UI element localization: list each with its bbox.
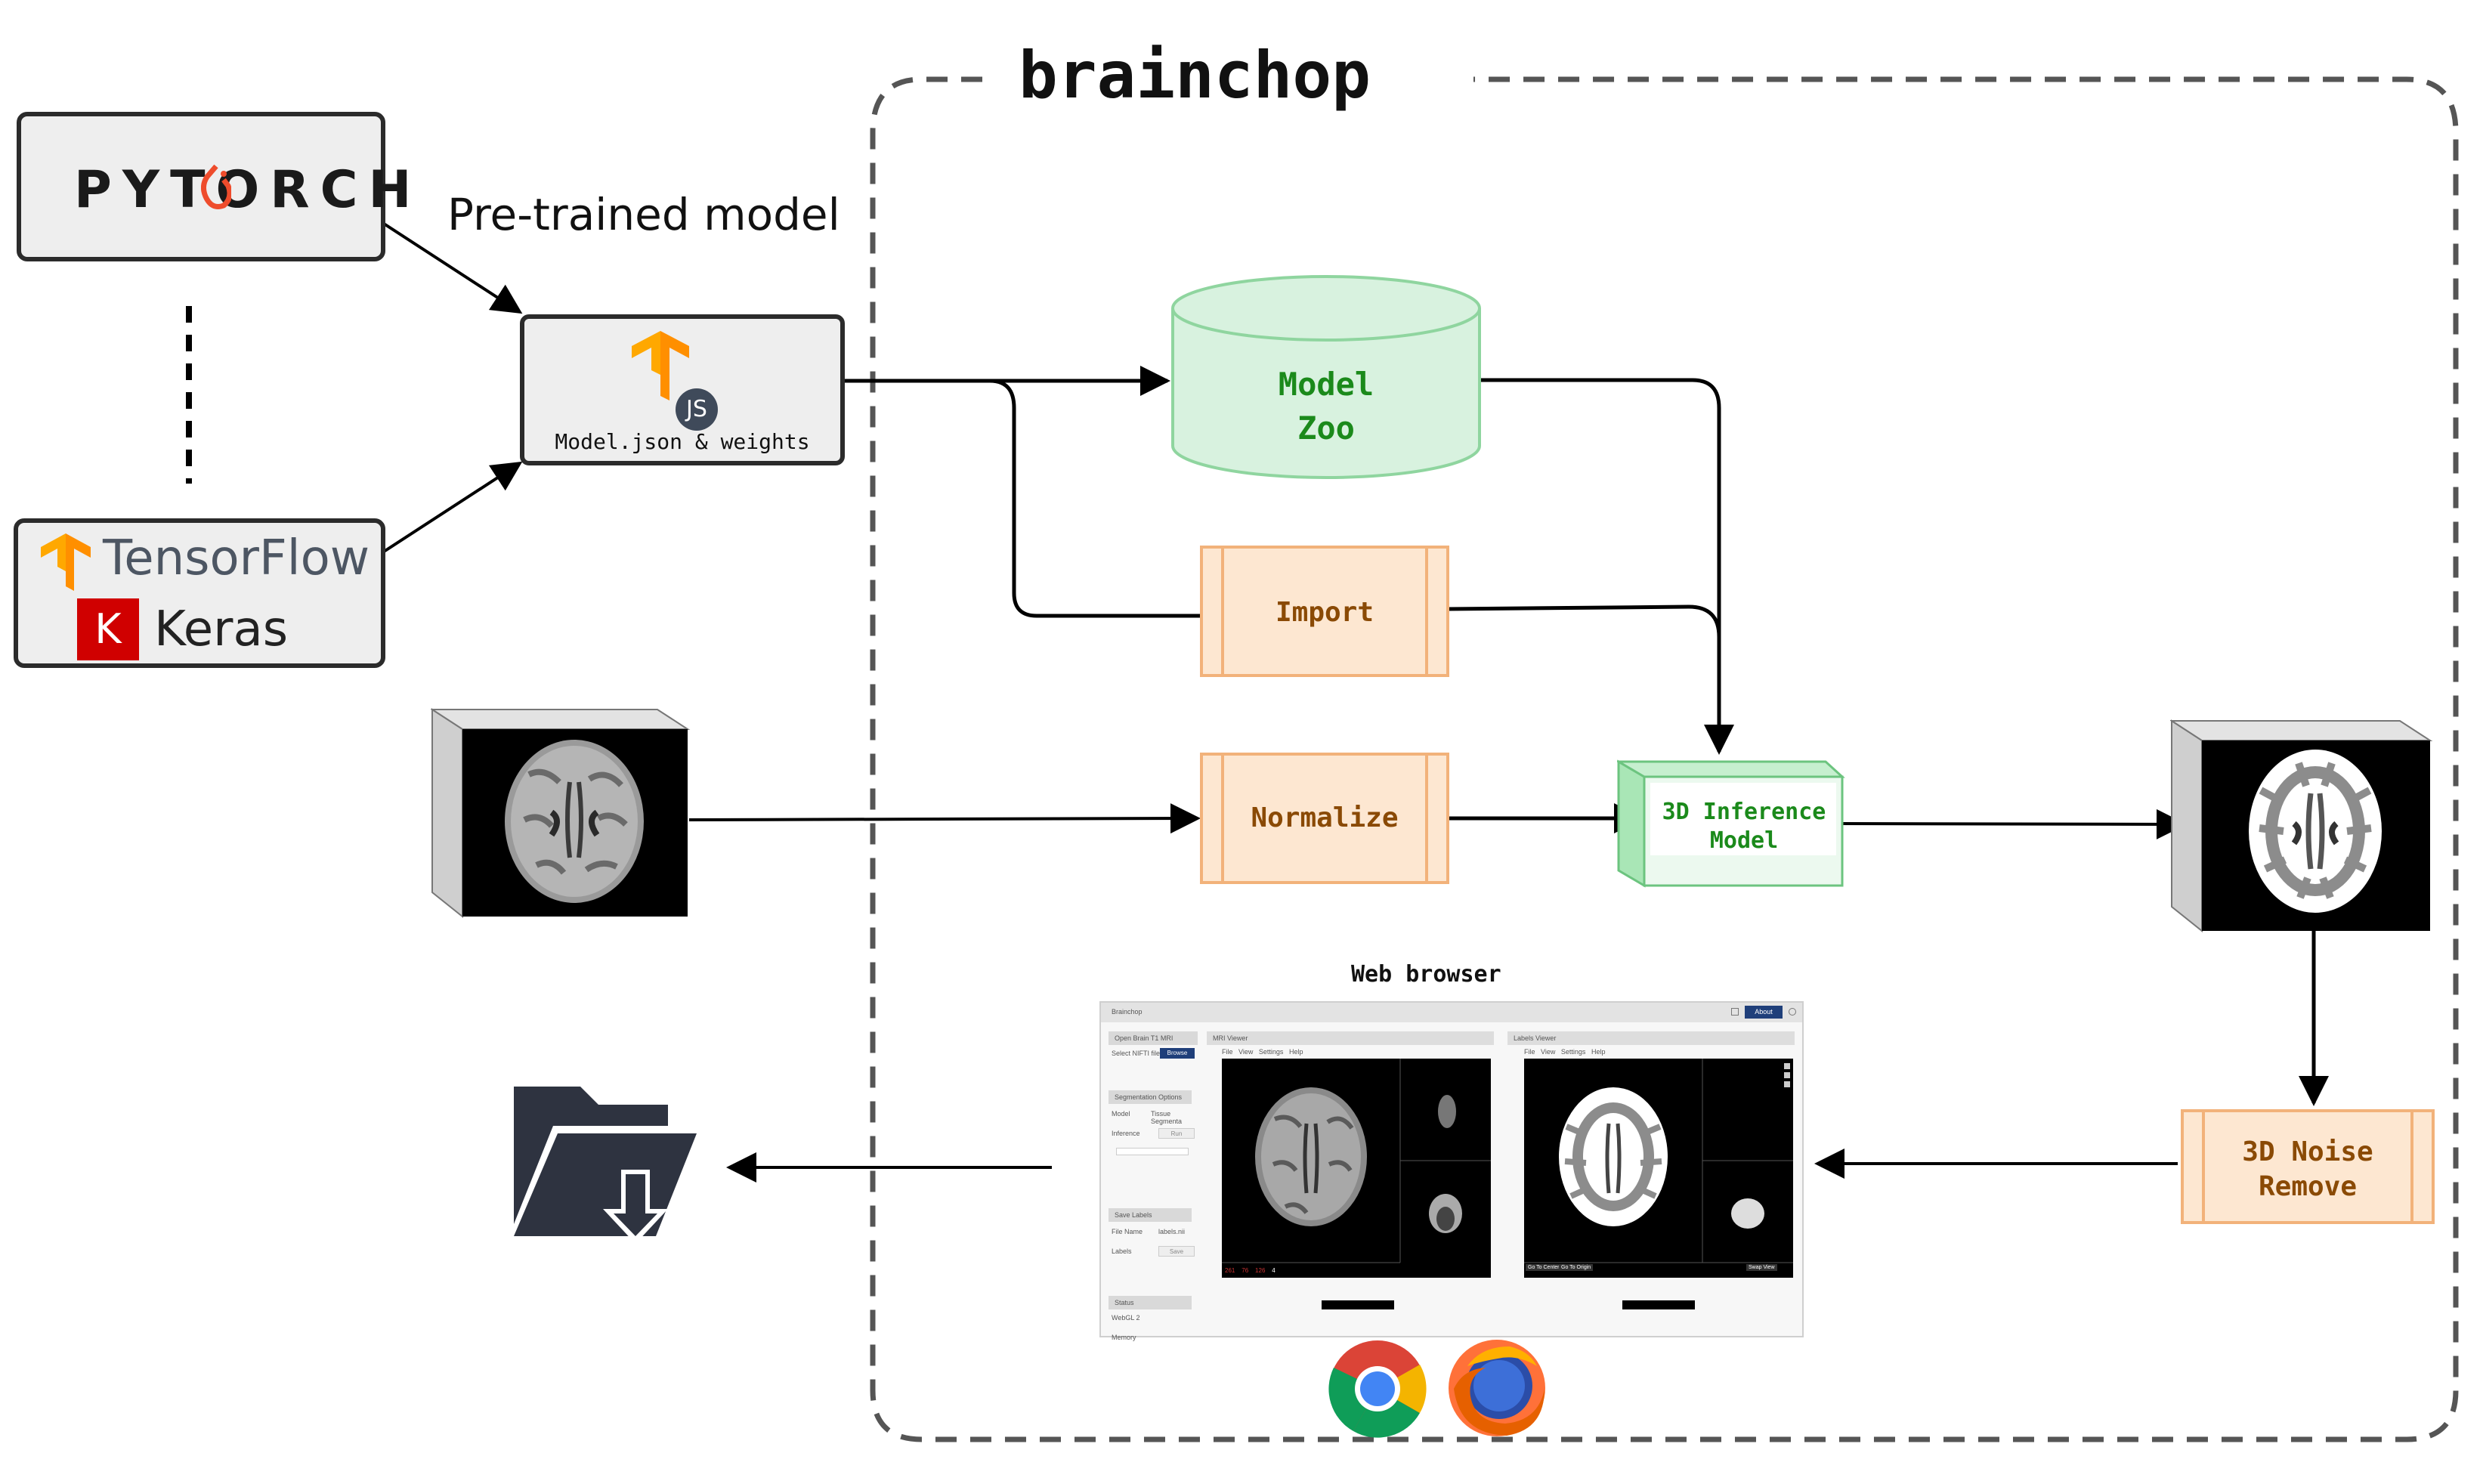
model-select[interactable]: Tissue Segmenta	[1151, 1110, 1183, 1125]
mri-viewer-bar	[1322, 1300, 1394, 1309]
readout-z: 126	[1255, 1267, 1266, 1274]
browse-button[interactable]: Browse	[1160, 1048, 1195, 1059]
sidebar: Open Brain T1 MRI Select NIFTI file Brow…	[1109, 1031, 1198, 1341]
inference-model-label: 3D Inference Model	[1647, 798, 1841, 855]
menu-settings[interactable]: Settings	[1258, 1048, 1284, 1056]
inference-line-2: Model	[1709, 827, 1779, 854]
save-label: Save	[1169, 1248, 1184, 1255]
model-zoo-line-1: Model	[1278, 366, 1374, 403]
tensorflow-keras-box: TensorFlow K Keras	[14, 518, 385, 668]
labels-viewer-header: Labels Viewer	[1507, 1031, 1795, 1045]
pytorch-logo: PYTORCH	[74, 160, 422, 220]
go-to-origin-label: Go To Origin	[1561, 1265, 1591, 1270]
edit-icon[interactable]	[1731, 1008, 1739, 1016]
readout-value: 4	[1272, 1267, 1276, 1274]
keras-icon: K	[77, 598, 139, 660]
model-label: Model	[1112, 1110, 1130, 1118]
tfjs-badge: JS	[676, 388, 718, 431]
swap-view-button[interactable]: Swap View	[1746, 1264, 1777, 1271]
tfjs-badge-label: JS	[686, 396, 707, 422]
progress-field	[1116, 1148, 1189, 1155]
mri-viewer-menu: File View Settings Help	[1222, 1048, 1303, 1056]
noise-remove-line-1: 3D Noise	[2242, 1136, 2373, 1167]
go-to-center-button[interactable]: Go To Center	[1526, 1264, 1562, 1271]
brain-segmentation-icon	[2170, 719, 2433, 933]
about-button[interactable]: About	[1745, 1006, 1783, 1019]
readout-x: 261	[1225, 1267, 1235, 1274]
section-save-labels: Save Labels	[1109, 1208, 1192, 1222]
inference-line-1: 3D Inference	[1662, 799, 1826, 825]
browse-label: Browse	[1167, 1050, 1188, 1056]
chrome-icon	[1328, 1340, 1427, 1438]
menu-file[interactable]: File	[1222, 1048, 1233, 1056]
tfjs-label: Model.json & weights	[555, 429, 810, 454]
github-icon[interactable]	[1789, 1008, 1796, 1016]
swap-view-label: Swap View	[1749, 1265, 1775, 1270]
tfjs-model-box: JS Model.json & weights	[520, 314, 845, 465]
import-label: Import	[1275, 597, 1374, 628]
normalize-label: Normalize	[1251, 802, 1399, 833]
readout-y: 76	[1242, 1267, 1249, 1274]
web-browser-screenshot: Brainchop About Open Brain T1 MRI Select…	[1099, 1001, 1804, 1341]
pretrained-model-caption: Pre-trained model	[447, 189, 840, 240]
noise-remove-box: 3D Noise Remove	[2181, 1109, 2435, 1224]
pytorch-label: PYTORCH	[74, 160, 422, 220]
save-button[interactable]: Save	[1158, 1246, 1195, 1257]
about-label: About	[1755, 1008, 1773, 1016]
run-label: Run	[1170, 1130, 1183, 1137]
run-button[interactable]: Run	[1158, 1128, 1195, 1139]
app-name: Brainchop	[1112, 1008, 1143, 1016]
labels-viewer-menu: File View Settings Help	[1524, 1048, 1605, 1056]
diagram-title: brainchop	[997, 38, 1392, 113]
keras-label: Keras	[154, 601, 289, 657]
mri-viewer-header: MRI Viewer	[1207, 1031, 1494, 1045]
inference-label: Inference	[1112, 1130, 1140, 1137]
labels-label: Labels	[1112, 1247, 1132, 1255]
tensorflow-icon	[41, 533, 91, 591]
go-to-center-label: Go To Center	[1528, 1265, 1560, 1270]
select-file-label: Select NIFTI file	[1112, 1050, 1161, 1057]
inference-model-box	[1617, 759, 1845, 888]
model-zoo-line-2: Zoo	[1297, 410, 1355, 447]
labels-menu-help[interactable]: Help	[1591, 1048, 1606, 1056]
model-zoo-label: Model Zoo	[1173, 363, 1480, 450]
webgl-status: WebGL 2	[1112, 1314, 1140, 1322]
section-status: Status	[1109, 1296, 1192, 1309]
section-open-mri: Open Brain T1 MRI	[1109, 1031, 1198, 1045]
tensorflow-label: TensorFlow	[103, 530, 370, 586]
labels-menu-file[interactable]: File	[1524, 1048, 1535, 1056]
brainchop-frame	[870, 76, 2459, 1442]
normalize-box: Normalize	[1200, 753, 1449, 884]
labels-viewer-canvas[interactable]	[1524, 1059, 1793, 1278]
pytorch-box: PYTORCH	[17, 112, 411, 261]
section-segmentation: Segmentation Options	[1109, 1090, 1192, 1104]
brain-mri-icon	[431, 708, 691, 918]
coordinate-readout: 261 76 126 4	[1225, 1267, 1276, 1274]
memory-status: Memory	[1112, 1334, 1136, 1341]
file-name-input[interactable]: labels.nii	[1158, 1228, 1186, 1235]
pytorch-flame-icon	[201, 164, 231, 209]
folder-download-icon	[514, 1087, 697, 1244]
mri-viewer-canvas[interactable]	[1222, 1059, 1491, 1278]
menu-help[interactable]: Help	[1288, 1048, 1303, 1056]
file-name-label: File Name	[1112, 1228, 1143, 1235]
import-box: Import	[1200, 546, 1449, 677]
noise-remove-label: 3D Noise Remove	[2184, 1135, 2432, 1204]
model-zoo-cylinder	[1171, 275, 1481, 479]
web-browser-title: Web browser	[1351, 961, 1501, 988]
noise-remove-line-2: Remove	[2258, 1171, 2358, 1202]
firefox-icon	[1449, 1340, 1545, 1436]
labels-menu-settings[interactable]: Settings	[1560, 1048, 1586, 1056]
app-topbar: Brainchop About	[1101, 1003, 1802, 1022]
labels-menu-view[interactable]: View	[1541, 1048, 1556, 1056]
menu-view[interactable]: View	[1238, 1048, 1254, 1056]
tfjs-icon	[632, 331, 689, 400]
labels-viewer-bar	[1622, 1300, 1695, 1309]
go-to-origin-button[interactable]: Go To Origin	[1559, 1264, 1594, 1271]
keras-badge-letter: K	[94, 605, 122, 653]
